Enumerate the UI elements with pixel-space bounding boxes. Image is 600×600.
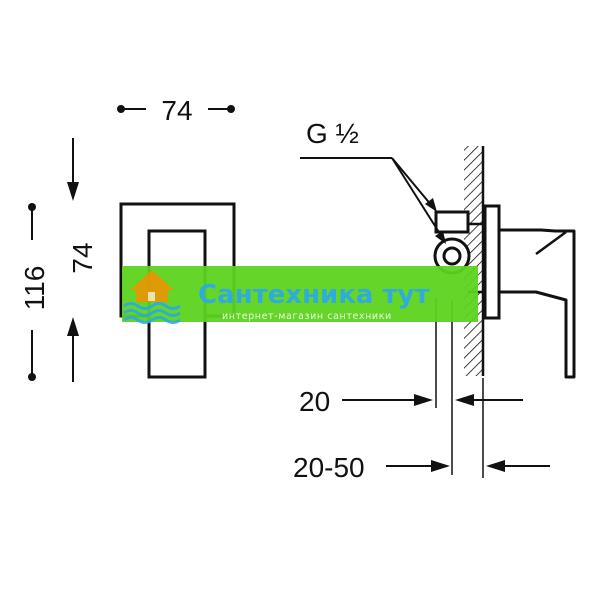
arrow-left-icon [486,460,505,472]
side-view: G ½ 20 20-50 [293,118,576,483]
watermark-title: Сантехника тут [198,280,430,310]
arrow-up-icon [67,317,79,336]
cover-plate-profile [483,204,501,320]
dimension-total-height-label: 116 [19,266,50,311]
watermark: Сантехника тут интернет-магазин сантехни… [122,266,478,324]
width-dimension: 74 [117,95,235,126]
arrow-callout-icon [425,198,437,212]
arrow-down-icon [67,182,79,201]
watermark-subtitle: интернет-магазин сантехники [222,311,392,322]
arrow-callout-icon [435,231,446,244]
valve-body-outline [434,210,470,234]
plate-height-dimension: 74 [67,138,98,382]
house-logo-icon [123,270,181,324]
total-height-dimension: 116 [19,203,50,381]
valve-port-inner [442,246,462,266]
thread-size-label: G ½ [306,118,359,149]
dimension-depth-range-label: 20-50 [293,452,365,483]
dimension-plate-height-label: 74 [67,242,98,273]
watermark-band [122,266,478,322]
arrow-right-icon [414,394,433,406]
dimension-width-label: 74 [161,95,192,126]
handle-profile [497,228,576,379]
dimension-depth-label: 20 [299,386,330,417]
dimension-dot-icon [28,373,36,381]
arrow-right-icon [431,460,450,472]
arrow-left-icon [455,394,474,406]
dimension-dot-icon [227,105,235,113]
